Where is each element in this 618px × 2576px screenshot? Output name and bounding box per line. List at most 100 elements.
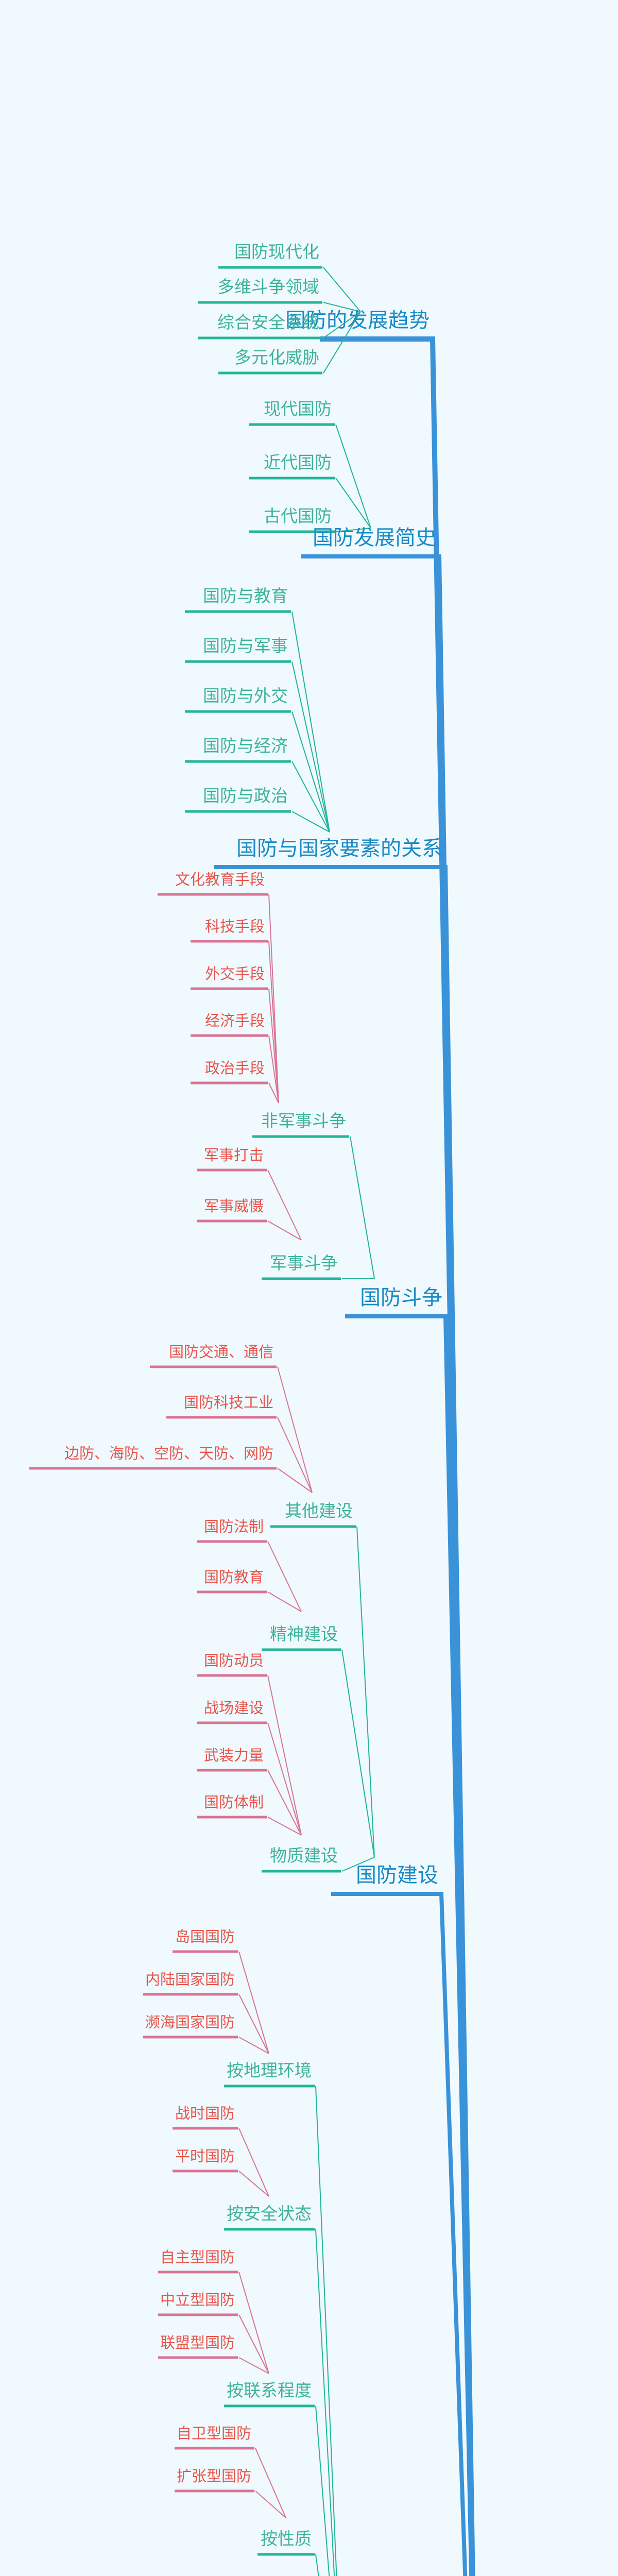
child-connector	[335, 528, 371, 532]
child-connector	[291, 761, 330, 833]
child-node-2-1[interactable]: 国防与军事	[203, 636, 288, 656]
child-node-1-0[interactable]: 现代国防	[264, 399, 332, 419]
child-connector	[315, 2405, 330, 2576]
grandchild-node-5-2-2[interactable]: 联盟型国防	[160, 2334, 235, 2351]
grandchild-node-5-1-0[interactable]: 战时国防	[175, 2105, 235, 2122]
grandchild-connector	[255, 2490, 286, 2518]
grandchild-connector	[238, 2272, 269, 2374]
branch-connector-2	[214, 865, 475, 2576]
grandchild-node-5-0-2[interactable]: 濒海国家国防	[145, 2013, 235, 2031]
grandchild-connector	[267, 1221, 302, 1241]
child-node-4-2[interactable]: 物质建设	[270, 1845, 338, 1866]
child-connector	[341, 1649, 375, 1858]
child-node-0-2[interactable]: 综合安全系统	[217, 312, 319, 332]
grandchild-connector	[238, 2128, 269, 2197]
branch-connector-3	[345, 1314, 474, 2576]
grandchild-connector	[267, 1170, 302, 1241]
child-node-4-1[interactable]: 精神建设	[270, 1624, 338, 1644]
grandchild-node-5-3-0[interactable]: 自卫型国防	[176, 2425, 251, 2442]
child-node-0-1[interactable]: 多维斗争领域	[217, 277, 319, 297]
child-connector	[356, 1526, 375, 1858]
grandchild-node-5-0-1[interactable]: 内陆国家国防	[145, 1971, 235, 1988]
grandchild-node-5-3-1[interactable]: 扩张型国防	[176, 2467, 251, 2485]
child-connector	[291, 661, 330, 833]
grandchild-connector	[277, 1417, 313, 1493]
grandchild-node-3-0-2[interactable]: 外交手段	[204, 965, 265, 982]
child-connector	[323, 302, 361, 312]
grandchild-connector	[267, 1770, 302, 1836]
child-connector	[315, 2086, 337, 2576]
grandchild-node-4-0-0[interactable]: 国防交通、通信	[168, 1343, 273, 1361]
grandchild-node-5-0-0[interactable]: 岛国国防	[175, 1928, 235, 1945]
grandchild-connector	[238, 1994, 269, 2054]
grandchild-node-4-2-0[interactable]: 国防动员	[203, 1652, 264, 1669]
branch-node-3[interactable]: 国防斗争	[360, 1286, 442, 1310]
child-node-4-0[interactable]: 其他建设	[285, 1501, 353, 1521]
branch-connector-4	[331, 1892, 468, 2576]
grandchild-node-5-2-1[interactable]: 中立型国防	[160, 2291, 235, 2309]
grandchild-node-3-1-0[interactable]: 军事打击	[203, 1146, 264, 1164]
grandchild-connector	[267, 1541, 302, 1612]
child-node-5-0[interactable]: 按地理环境	[227, 2060, 312, 2080]
child-node-3-0[interactable]: 非军事斗争	[261, 1111, 346, 1131]
grandchild-node-3-0-3[interactable]: 经济手段	[204, 1012, 265, 1029]
child-node-2-0[interactable]: 国防与教育	[203, 586, 288, 606]
grandchild-node-4-1-0[interactable]: 国防法制	[203, 1518, 264, 1535]
grandchild-connector	[277, 1468, 313, 1493]
grandchild-node-3-0-1[interactable]: 科技手段	[204, 918, 265, 935]
child-connector	[315, 2554, 319, 2576]
child-node-5-1[interactable]: 按安全状态	[227, 2204, 312, 2224]
child-connector	[335, 478, 371, 529]
grandchild-node-4-2-2[interactable]: 武装力量	[203, 1747, 264, 1764]
branch-node-2[interactable]: 国防与国家要素的关系	[236, 837, 442, 860]
grandchild-connector	[238, 1951, 269, 2054]
child-connector	[291, 611, 330, 833]
child-connector	[323, 267, 361, 312]
child-node-2-2[interactable]: 国防与外交	[203, 686, 288, 706]
child-node-0-3[interactable]: 多元化威胁	[234, 347, 319, 367]
child-connector	[341, 1857, 375, 1872]
grandchild-node-5-2-0[interactable]: 自主型国防	[160, 2248, 235, 2266]
grandchild-node-4-0-2[interactable]: 边防、海防、空防、天防、网防	[64, 1445, 273, 1462]
grandchild-node-4-1-1[interactable]: 国防教育	[203, 1568, 264, 1586]
grandchild-connector	[268, 1035, 279, 1104]
grandchild-connector	[268, 988, 279, 1104]
child-connector	[335, 424, 371, 529]
child-node-1-2[interactable]: 古代国防	[264, 506, 332, 526]
grandchild-connector	[277, 1366, 313, 1493]
grandchild-connector	[268, 941, 279, 1104]
grandchild-node-4-2-3[interactable]: 国防体制	[203, 1793, 264, 1811]
grandchild-node-3-0-4[interactable]: 政治手段	[204, 1059, 265, 1077]
child-connector	[291, 811, 330, 833]
grandchild-connector	[268, 1082, 279, 1104]
grandchild-connector	[238, 2171, 269, 2197]
child-node-0-0[interactable]: 国防现代化	[234, 242, 319, 262]
grandchild-connector	[255, 2448, 286, 2518]
branch-node-0[interactable]: 国防的发展趋势	[285, 309, 430, 332]
branch-node-4[interactable]: 国防建设	[356, 1863, 438, 1887]
child-node-1-1[interactable]: 近代国防	[264, 452, 332, 472]
grandchild-connector	[267, 1591, 302, 1612]
grandchild-node-3-1-1[interactable]: 军事威慑	[203, 1197, 264, 1215]
child-node-5-3[interactable]: 按性质	[261, 2529, 312, 2549]
child-node-2-4[interactable]: 国防与政治	[203, 786, 288, 806]
grandchild-connector	[238, 2357, 269, 2374]
child-connector	[323, 311, 361, 338]
grandchild-node-3-0-0[interactable]: 文化教育手段	[175, 871, 265, 888]
grandchild-connector	[238, 2314, 269, 2374]
child-connector	[350, 1136, 375, 1279]
connector-lines	[29, 266, 475, 2576]
child-node-3-1[interactable]: 军事斗争	[270, 1253, 338, 1273]
grandchild-connector	[267, 1817, 302, 1836]
grandchild-node-5-1-1[interactable]: 平时国防	[175, 2147, 235, 2165]
child-connector	[315, 2229, 335, 2576]
grandchild-connector	[238, 2037, 269, 2054]
grandchild-node-4-0-1[interactable]: 国防科技工业	[183, 1394, 273, 1411]
child-node-2-3[interactable]: 国防与经济	[203, 736, 288, 756]
child-connector	[291, 711, 330, 833]
child-connector	[323, 311, 361, 374]
grandchild-node-4-2-1[interactable]: 战场建设	[203, 1699, 264, 1717]
child-node-5-2[interactable]: 按联系程度	[227, 2380, 312, 2400]
branch-node-1[interactable]: 国防发展简史	[313, 526, 436, 550]
